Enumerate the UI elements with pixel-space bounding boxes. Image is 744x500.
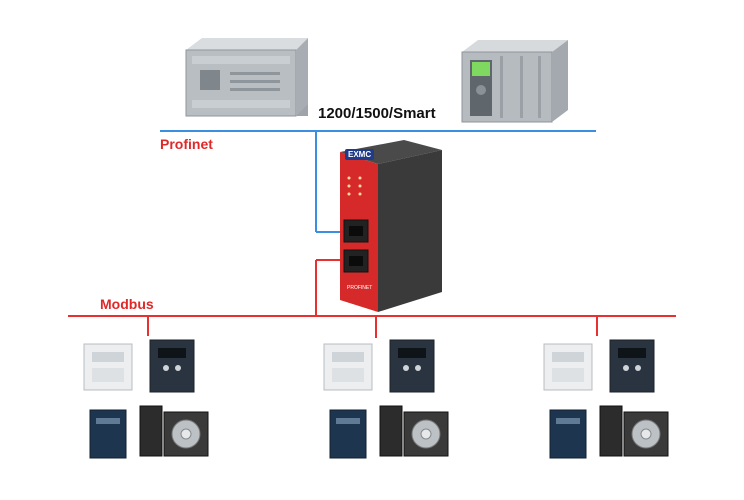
device-group [83,339,209,459]
profinet-bus [160,130,596,233]
drive-icon [89,409,127,459]
drive-icon [549,409,587,459]
servo-motor-icon [599,405,669,457]
servo-motor-icon [139,405,209,457]
inverter-icon [609,339,655,393]
energy-meter-icon [83,343,133,391]
plc-label: 1200/1500/Smart [318,105,436,122]
device-groups [83,339,669,459]
plc-s7-1500-icon [461,40,568,123]
inverter-icon [149,339,195,393]
gateway-brand-logo: EXMC [345,149,375,160]
inverter-icon [389,339,435,393]
drive-icon [329,409,367,459]
gateway-model-label: PROFINET [347,285,373,291]
device-group [543,339,669,459]
energy-meter-icon [323,343,373,391]
plc-s7-1200-icon [185,38,308,117]
modbus-bus [68,259,676,338]
servo-motor-icon [379,405,449,457]
profinet-label: Profinet [160,136,213,152]
device-group [323,339,449,459]
energy-meter-icon [543,343,593,391]
modbus-label: Modbus [100,296,154,312]
